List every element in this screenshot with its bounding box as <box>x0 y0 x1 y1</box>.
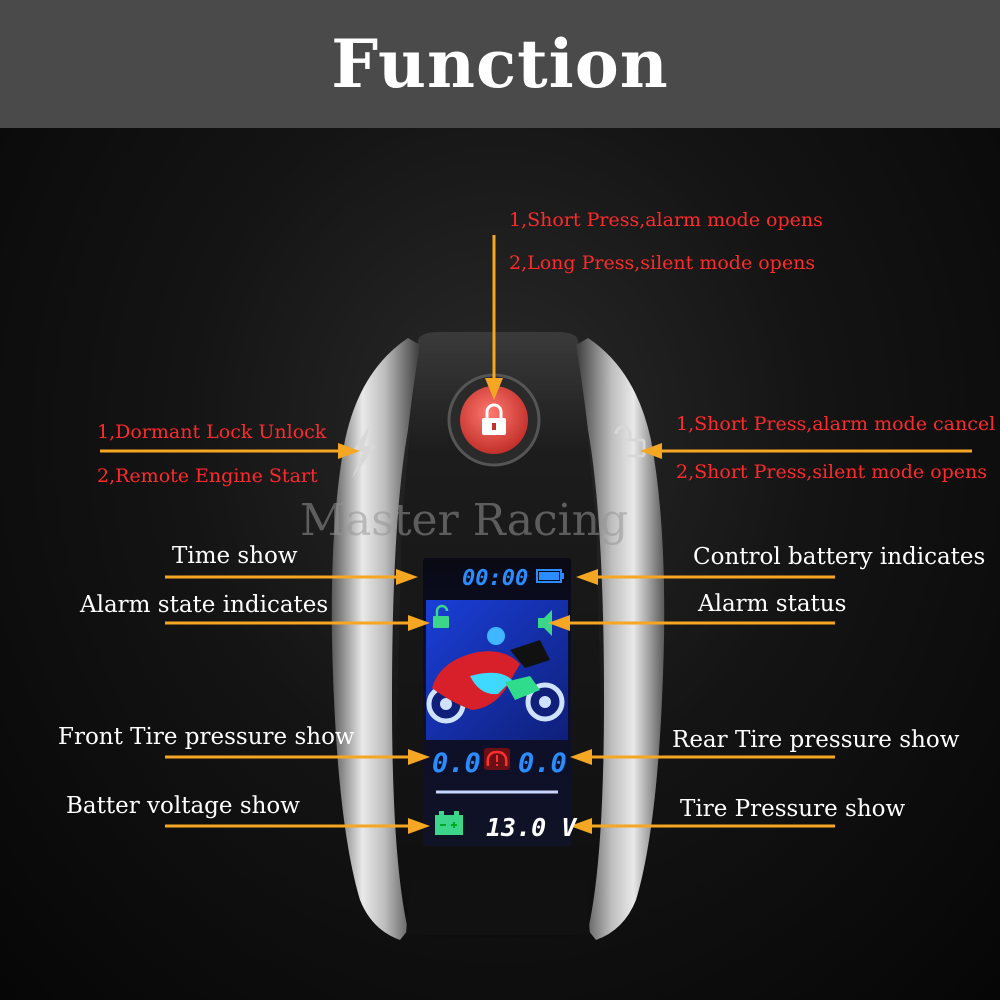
lcd-tpms-icon <box>484 748 510 770</box>
open-lock-icon <box>614 425 646 458</box>
lcd-battery-voltage-icon <box>435 811 463 835</box>
lcd-voltage: 13.0 V <box>486 813 578 842</box>
label-time-show: Time show <box>172 543 298 569</box>
watermark: Master Racing <box>300 495 629 546</box>
lcd-front-pressure: 0.0 <box>432 748 481 779</box>
lightning-bolt-icon <box>352 425 376 478</box>
top-button-line1: 1,Short Press,alarm mode opens <box>509 209 823 231</box>
lcd-time: 00:00 <box>462 566 528 591</box>
left-button-line1: 1,Dormant Lock Unlock <box>97 421 327 443</box>
key-right-wing <box>576 338 665 940</box>
top-button-line2: 2,Long Press,silent mode opens <box>509 252 816 274</box>
right-button-line1: 1,Short Press,alarm mode cancel <box>676 413 996 435</box>
label-front-tire: Front Tire pressure show <box>58 724 355 750</box>
label-battery-voltage: Batter voltage show <box>66 793 300 819</box>
label-tire-pressure: Tire Pressure show <box>680 796 906 822</box>
page-title: Function <box>331 25 669 103</box>
left-button-line2: 2,Remote Engine Start <box>97 465 318 487</box>
label-alarm-state: Alarm state indicates <box>80 592 329 618</box>
lcd-alarm-state-icon <box>433 604 449 628</box>
header-banner: Function <box>0 0 1000 128</box>
label-control-battery: Control battery indicates <box>693 544 986 570</box>
key-left-wing <box>331 338 420 940</box>
lcd-speaker-icon <box>538 610 552 636</box>
right-button-line2: 2,Short Press,silent mode opens <box>676 461 988 483</box>
lock-icon <box>482 403 506 435</box>
label-rear-tire: Rear Tire pressure show <box>672 727 960 753</box>
label-alarm-status: Alarm status <box>698 591 847 617</box>
key-bottom <box>406 880 590 935</box>
annotation-arrows <box>100 235 972 834</box>
lcd-rear-pressure: 0.0 <box>518 748 567 779</box>
lcd-motorcycle-image <box>426 627 565 724</box>
